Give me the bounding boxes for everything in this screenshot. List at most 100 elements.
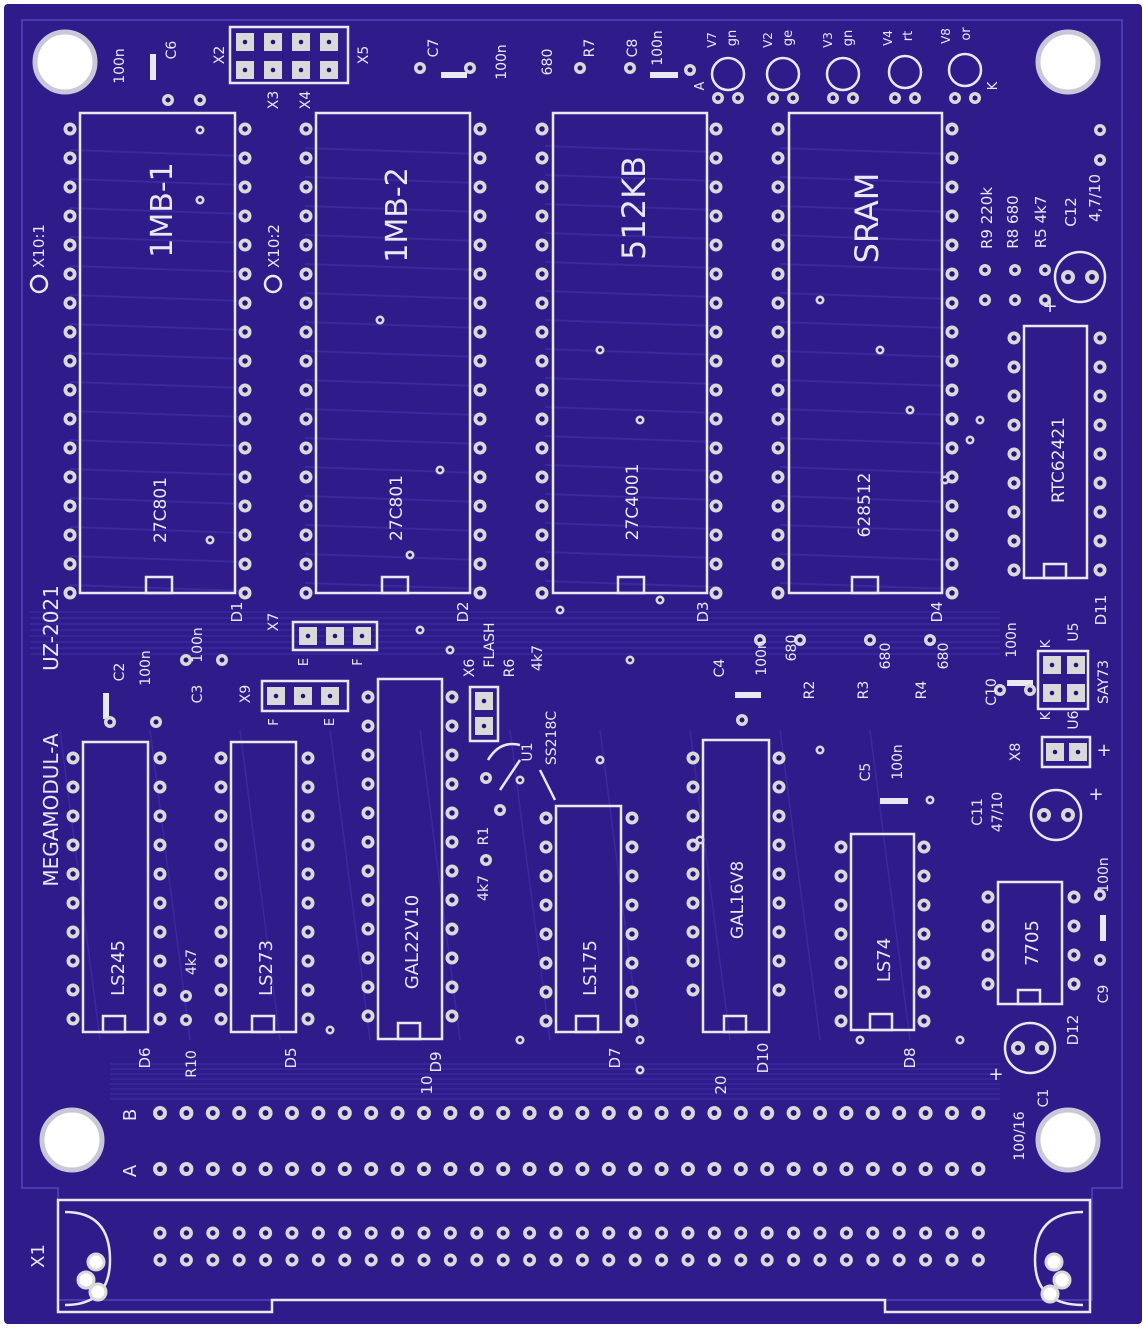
pad-hole bbox=[817, 1166, 823, 1172]
trace bbox=[304, 147, 481, 155]
pad-hole bbox=[896, 1110, 903, 1116]
pad-hole bbox=[638, 1038, 642, 1042]
pad-hole bbox=[685, 1110, 691, 1116]
c11-value: 47/10 bbox=[990, 792, 1006, 832]
pad-hole bbox=[303, 358, 309, 364]
pad-hole bbox=[1011, 335, 1017, 341]
pad-hole bbox=[921, 902, 927, 908]
pad-hole bbox=[365, 839, 371, 845]
pad-hole bbox=[690, 784, 696, 790]
x6-ref: X6 bbox=[462, 659, 478, 678]
pad-hole bbox=[713, 416, 719, 422]
pad-hole bbox=[242, 300, 248, 306]
marker-x10-1-ring bbox=[29, 274, 49, 294]
pad-hole bbox=[289, 1230, 295, 1236]
trace bbox=[779, 176, 951, 184]
pad-hole bbox=[975, 1257, 982, 1263]
pad-hole bbox=[449, 752, 455, 758]
pad-hole bbox=[303, 213, 309, 219]
pad-hole bbox=[365, 897, 371, 903]
pad-hole bbox=[606, 1257, 612, 1263]
trace bbox=[779, 147, 951, 155]
pad-hole bbox=[713, 126, 719, 132]
pad-hole bbox=[775, 590, 781, 596]
pad-hole bbox=[359, 633, 365, 639]
pad-hole bbox=[157, 1166, 163, 1172]
pad-hole bbox=[975, 1230, 982, 1236]
trace bbox=[544, 406, 716, 414]
pad-hole bbox=[658, 598, 662, 602]
pad-hole bbox=[298, 67, 304, 73]
pad-hole bbox=[775, 503, 781, 509]
pad-hole bbox=[418, 628, 422, 632]
pad-hole bbox=[67, 561, 73, 567]
ic-1mb-1-ref: D1 bbox=[228, 601, 246, 622]
r1-value: 4k7 bbox=[476, 875, 492, 901]
pad-hole bbox=[579, 1257, 586, 1263]
trace bbox=[779, 350, 951, 358]
c2-value: 100n bbox=[138, 650, 154, 686]
c12-ref: C12 bbox=[1062, 197, 1080, 227]
pad-hole bbox=[952, 95, 958, 101]
pad-hole bbox=[949, 532, 955, 538]
pad-hole bbox=[764, 1230, 770, 1236]
trace bbox=[304, 408, 481, 416]
pad-hole bbox=[303, 590, 309, 596]
pad-hole bbox=[922, 1230, 929, 1236]
pad-hole bbox=[368, 1230, 374, 1236]
r5-label: R5 4k7 bbox=[1032, 196, 1050, 249]
pad-hole bbox=[982, 297, 988, 303]
pad-hole bbox=[67, 445, 73, 451]
pad-hole bbox=[289, 1166, 295, 1172]
pad-hole bbox=[368, 1257, 374, 1263]
pad-hole bbox=[1097, 538, 1103, 544]
pad-hole bbox=[775, 561, 781, 567]
trace bbox=[779, 205, 951, 213]
pad-hole bbox=[715, 95, 721, 101]
pad-hole bbox=[449, 694, 455, 700]
solder-pads bbox=[63, 33, 1107, 1304]
x9-e-label: E bbox=[323, 718, 338, 726]
pad-hole bbox=[539, 358, 545, 364]
pad-hole bbox=[497, 807, 503, 813]
pad-hole bbox=[1015, 1045, 1021, 1051]
pad-hole bbox=[553, 1230, 559, 1236]
ic-7705-ref: D12 bbox=[1064, 1015, 1082, 1046]
pad-hole bbox=[629, 815, 635, 821]
pad-hole bbox=[303, 271, 309, 277]
pad-hole bbox=[500, 1257, 506, 1263]
pad-hole bbox=[1012, 267, 1018, 273]
pad-hole bbox=[67, 474, 73, 480]
pad-hole bbox=[628, 658, 632, 662]
pad-hole bbox=[1011, 509, 1017, 515]
pad-hole bbox=[67, 532, 73, 538]
pad-hole bbox=[209, 1166, 216, 1172]
pad-hole bbox=[198, 198, 202, 202]
pad-hole bbox=[305, 871, 311, 877]
pad-hole bbox=[1011, 364, 1017, 370]
pad-hole bbox=[365, 694, 371, 700]
led-anode-label: A bbox=[693, 81, 708, 90]
trace bbox=[69, 265, 246, 273]
pad-hole bbox=[838, 1018, 844, 1024]
pad-hole bbox=[949, 561, 955, 567]
mounting-hole-top-left bbox=[32, 29, 98, 95]
pad-hole bbox=[70, 755, 76, 761]
pad-hole bbox=[242, 474, 248, 480]
pad-hole bbox=[218, 1016, 224, 1022]
pad-hole bbox=[67, 329, 73, 335]
trace bbox=[779, 729, 821, 1041]
r2-ref: R2 bbox=[802, 681, 818, 700]
pad-hole bbox=[242, 358, 248, 364]
pad-hole bbox=[67, 416, 73, 422]
trace bbox=[544, 551, 716, 559]
trace bbox=[544, 348, 716, 356]
pad-hole bbox=[713, 474, 719, 480]
pad-hole bbox=[629, 931, 635, 937]
pad-hole bbox=[394, 1166, 401, 1172]
pad-hole bbox=[770, 95, 776, 101]
pad-hole bbox=[838, 873, 844, 879]
pad-hole bbox=[365, 926, 371, 932]
cap-c11-outline bbox=[1029, 788, 1083, 842]
